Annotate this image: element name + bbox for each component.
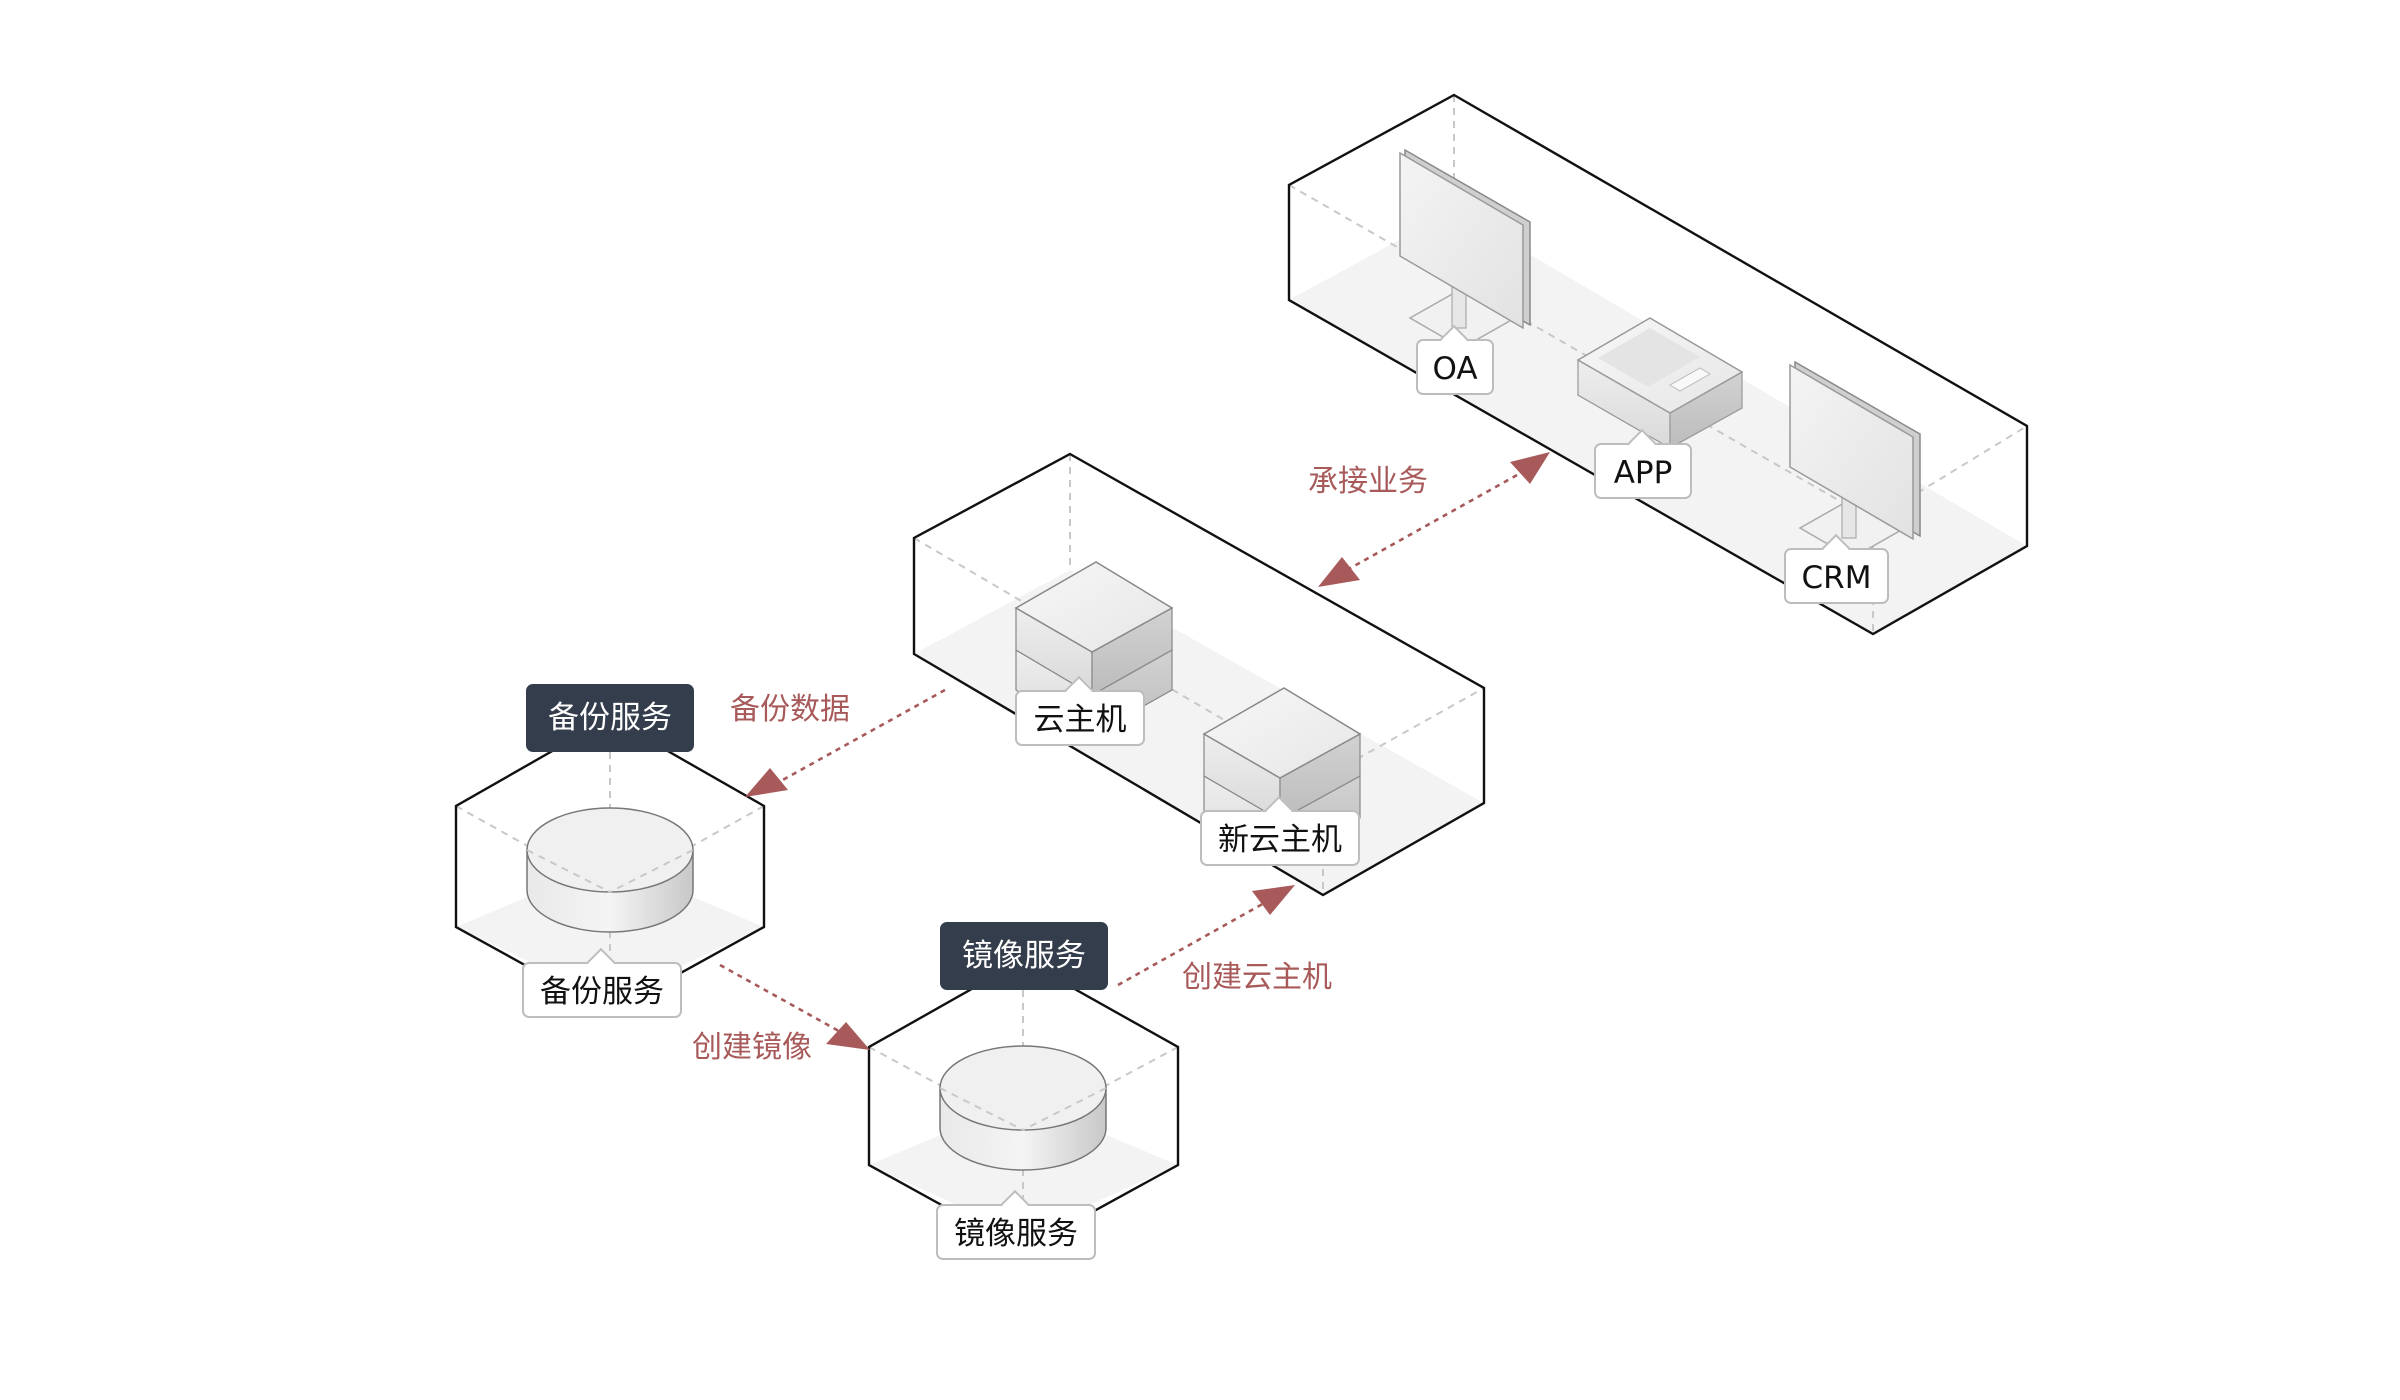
oa-monitor-icon (1399, 148, 1531, 349)
flow-arrow-create-image (719, 963, 870, 1050)
app-device-icon (1576, 317, 1744, 450)
flow-arrow-backup (745, 688, 946, 797)
flow-arrow-business (1318, 452, 1550, 587)
crm-monitor-icon (1789, 360, 1921, 559)
item-label-crm: CRM (1784, 548, 1889, 604)
item-label-backup-service: 备份服务 (522, 962, 682, 1018)
flow-label-backup-data: 备份数据 (730, 692, 850, 727)
item-label-app: APP (1594, 443, 1692, 499)
item-label-cloud-host: 云主机 (1015, 690, 1145, 746)
compute-zone-box (912, 452, 1486, 897)
item-label-oa: OA (1416, 339, 1494, 395)
flow-arrow-create-host (1117, 885, 1295, 987)
item-label-new-cloud-host: 新云主机 (1200, 810, 1360, 866)
zone-title-image-service: 镜像服务 (940, 922, 1108, 990)
zone-title-backup-service: 备份服务 (526, 684, 694, 752)
flow-label-create-host: 创建云主机 (1182, 960, 1332, 995)
item-label-image-service: 镜像服务 (936, 1204, 1096, 1260)
backup-disk-icon (526, 807, 694, 933)
flow-label-business: 承接业务 (1308, 464, 1428, 499)
image-disk-icon (939, 1045, 1107, 1171)
flow-label-create-image: 创建镜像 (692, 1030, 812, 1065)
